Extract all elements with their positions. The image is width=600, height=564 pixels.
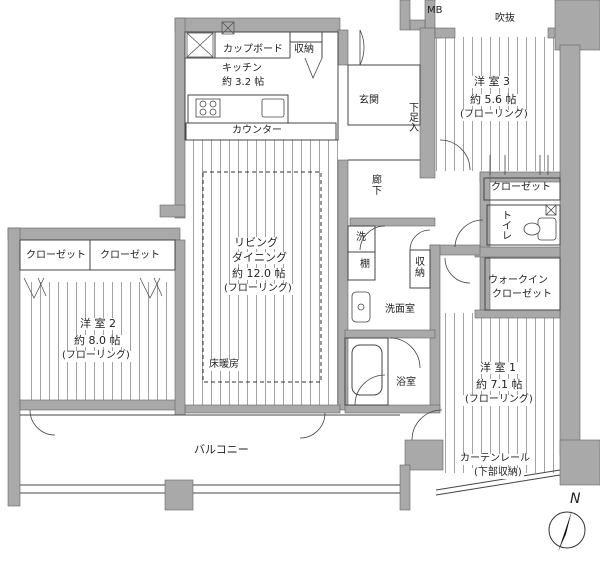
lower-storage-label: (下部収納) (472, 467, 524, 479)
room2-floor: (フローリング) (60, 350, 132, 362)
washroom-label: 洗面室 (385, 304, 415, 315)
washbasin-icon (351, 291, 371, 323)
door-swings (29, 29, 549, 441)
hallway-label: 廊 下 (372, 175, 382, 197)
flooring (20, 37, 560, 493)
room2-name: 洋 室 2 (78, 317, 118, 330)
living-name-1: リビング (232, 236, 280, 249)
room1-size: 約 7.1 帖 (474, 378, 525, 391)
small-storage-label: 収 納 (415, 257, 425, 279)
mb-label: MB (427, 5, 443, 16)
floor-heating-area (202, 171, 322, 383)
room3-size: 約 5.6 帖 (468, 93, 519, 106)
floor-heating-label: 床暖房 (207, 359, 241, 371)
room3-name: 洋 室 3 (472, 75, 512, 88)
kitchen-name: キッチン (222, 63, 262, 74)
curtain-rail-label: カーテンレール (458, 453, 532, 465)
partitions (19, 31, 561, 496)
cupboard-label: カップボード (221, 44, 285, 56)
room3-floor: (フローリング) (458, 109, 530, 121)
toilet-label: トイレ (502, 211, 512, 242)
counter-label: カウンター (232, 125, 282, 136)
north-arrow-icon (548, 510, 586, 552)
living-name-2: ダイニング (230, 251, 289, 264)
room2-closet-right: クローゼット (100, 250, 160, 261)
closet-doors (23, 277, 163, 299)
shoe-storage-label: 下足入 (409, 103, 419, 134)
room2-closet-left: クローゼット (26, 250, 86, 261)
bathroom-label: 浴室 (396, 377, 416, 388)
living-size: 約 12.0 帖 (230, 267, 288, 280)
skylight-label: 吹抜 (495, 13, 515, 24)
wash-label: 洗 (356, 232, 366, 243)
shelf-label: 棚 (360, 259, 370, 270)
room2-size: 約 8.0 帖 (72, 334, 123, 347)
living-floor: (フローリング) (222, 283, 294, 295)
north-label: N (570, 491, 581, 507)
balcony-label: バルコニー (194, 443, 249, 456)
cupboard-box-icon (186, 21, 235, 58)
toilet-icon (523, 204, 557, 241)
kitchen-size: 約 3.2 帖 (222, 77, 265, 88)
entrance-label: 玄関 (359, 95, 379, 106)
kitchen-storage-label: 収納 (292, 44, 316, 56)
room1-name: 洋 室 1 (478, 361, 518, 374)
room3-closet-label: クローゼット (491, 182, 551, 193)
walls (7, 0, 600, 511)
room1-floor: (フローリング) (463, 394, 535, 406)
walkin-line2: クローゼット (492, 289, 552, 300)
walkin-line1: ウォークイン (488, 275, 548, 286)
kitchen-fixtures (195, 98, 285, 118)
